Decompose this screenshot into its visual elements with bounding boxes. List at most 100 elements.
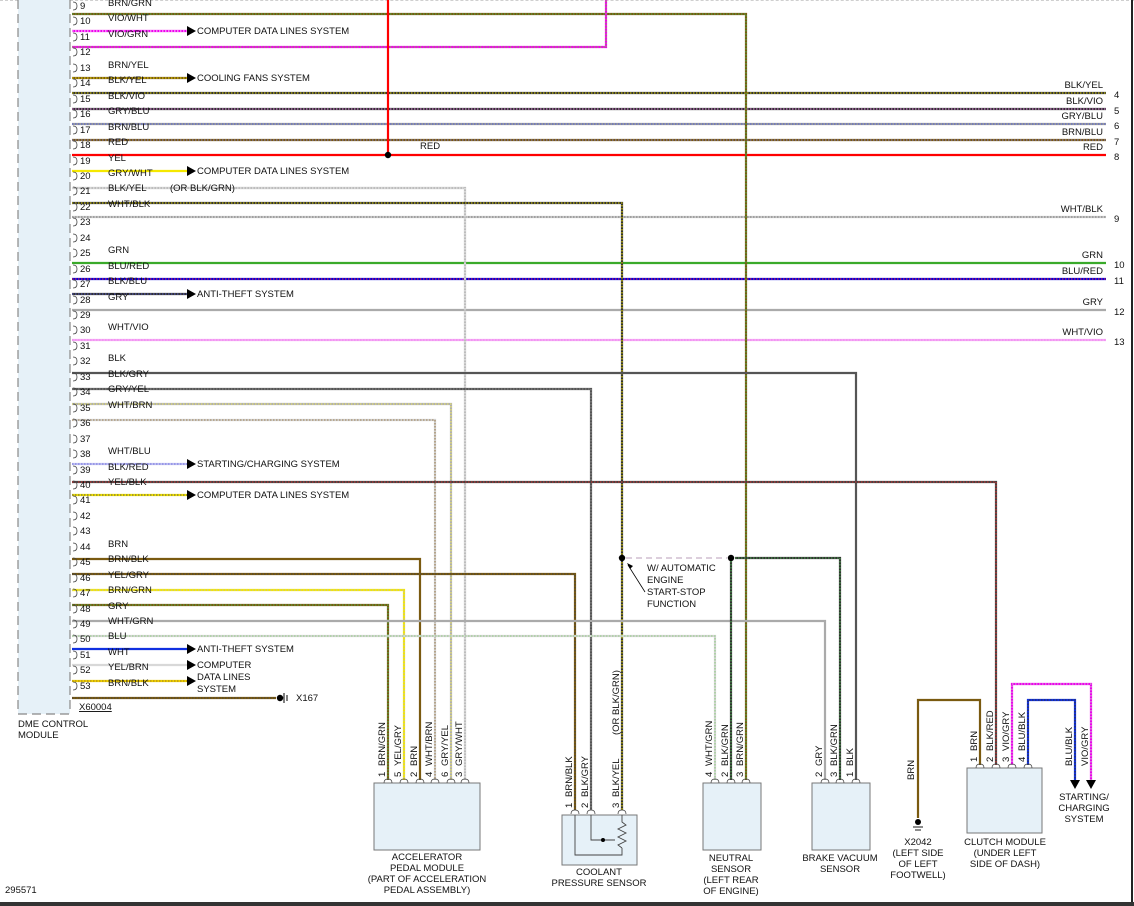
offpage-wire-label: BLK/YEL — [1064, 80, 1103, 91]
wire-pin44 — [72, 557, 422, 780]
pin-terminal-icon — [72, 125, 78, 135]
pin-number: 51 — [80, 650, 91, 661]
pin-wire-color: BRN/BLK — [564, 756, 575, 797]
pin-number: 39 — [80, 465, 91, 476]
pin-wire-color: GRY — [108, 292, 129, 303]
neutral-sensor — [702, 782, 762, 851]
wire-pin11-stripe — [72, 0, 607, 48]
arrow-icon — [187, 660, 196, 670]
arrow-down-icon — [1070, 780, 1080, 789]
pin-wire-color: BRN — [409, 746, 420, 766]
pin-wire-color: VIO/GRY — [1001, 711, 1012, 751]
pin-terminal-icon — [72, 279, 78, 289]
pin-wire-color: RED — [108, 137, 128, 148]
pin-wire-color: BRN/BLU — [108, 122, 149, 133]
resistor-icon — [616, 815, 628, 849]
pin-wire-color: GRY — [814, 745, 825, 766]
wire-pin32 — [72, 371, 858, 780]
offpage-wire-label: BLU/RED — [1062, 266, 1103, 277]
pin-number: 34 — [80, 387, 91, 398]
offpage-wire-label: GRY/BLU — [1061, 111, 1103, 122]
pin-terminal-icon — [72, 295, 78, 305]
pin-wire-color: WHT/BLK — [108, 199, 151, 210]
pin-number: 12 — [80, 47, 91, 58]
pin-wire-color: BRN — [108, 539, 128, 550]
pin-terminal-icon — [72, 526, 78, 536]
offpage-wire-label: RED — [1083, 142, 1103, 153]
pin-wire-note: (OR BLK/GRN) — [170, 183, 235, 194]
wire-clutch-viogry-stripe — [1011, 683, 1092, 780]
pin-terminal-icon — [72, 403, 78, 413]
system-arrow-label: COOLING FANS SYSTEM — [197, 73, 310, 84]
pin-terminal-icon — [72, 1, 78, 11]
pin-terminal-icon — [570, 809, 580, 815]
offpage-wire-label: WHT/VIO — [1062, 327, 1103, 338]
pin-terminal-icon — [72, 465, 78, 475]
pin-number: 4 — [1017, 757, 1028, 762]
pin-terminal-icon — [72, 588, 78, 598]
pin-terminal-icon — [72, 156, 78, 166]
system-arrow-label: ANTI-THEFT SYSTEM — [197, 644, 294, 655]
pin-wire-color: WHT — [108, 647, 130, 658]
pin-number: 20 — [80, 171, 91, 182]
wire-color-label: BLU/BLK — [1064, 726, 1075, 766]
pin-wire-color: BLK/BLU — [108, 276, 147, 287]
component-label: (LEFT SIDE — [892, 848, 943, 859]
wire-blkgrn-brake-stripe — [735, 557, 841, 780]
pin-wire-color: BRN/BLK — [108, 678, 149, 689]
pin-terminal-icon — [72, 47, 78, 57]
pin-number: 3 — [611, 803, 622, 808]
pin-terminal-icon — [1023, 763, 1033, 769]
arrow-icon — [187, 459, 196, 469]
start-stop-note: ENGINE — [647, 575, 683, 586]
pin-number: 21 — [80, 186, 91, 197]
wire-pin33-stripe — [72, 388, 592, 810]
start-stop-note: W/ AUTOMATIC — [647, 563, 716, 574]
component-label: SIDE OF DASH) — [970, 859, 1040, 870]
pin-terminal-icon — [72, 325, 78, 335]
offpage-ref-number: 7 — [1114, 137, 1119, 148]
pin-number: 37 — [80, 434, 91, 445]
pin-wire-color: YEL/BRN — [108, 662, 149, 673]
dme-module-label: DME CONTROL — [18, 719, 88, 730]
leader-arrow-icon — [627, 563, 633, 569]
pin-terminal-icon — [72, 310, 78, 320]
pin-number: 14 — [80, 78, 91, 89]
pin-number: 22 — [80, 202, 91, 213]
wire-pin35-stripe — [72, 419, 436, 780]
pin-terminal-icon — [72, 217, 78, 227]
pin-terminal-icon — [72, 171, 78, 181]
component-label: PRESSURE SENSOR — [551, 878, 646, 889]
brake-vacuum-sensor — [811, 782, 871, 851]
pin-wire-color: GRY/YEL — [440, 725, 451, 766]
wire-pin34-stripe — [72, 403, 452, 780]
pin-terminal-icon — [72, 573, 78, 583]
component-label: CLUTCH MODULE — [964, 837, 1046, 848]
pin-wire-color: YEL/GRY — [393, 724, 404, 766]
pin-number: 42 — [80, 511, 91, 522]
pin-number: 11 — [80, 32, 90, 43]
offpage-wire-label: GRY — [1083, 297, 1104, 308]
pin-number: 6 — [440, 772, 451, 777]
pin-number: 2 — [814, 772, 825, 777]
pin-number: 41 — [80, 495, 91, 506]
system-arrow-label: ANTI-THEFT SYSTEM — [197, 289, 294, 300]
wire-pin49-stripe — [72, 635, 716, 780]
pin-terminal-icon — [72, 341, 78, 351]
system-arrow-label: COMPUTER — [197, 660, 252, 671]
leader-line — [627, 564, 646, 593]
pin-number: 38 — [80, 449, 91, 460]
offpage-ref-number: 10 — [1114, 260, 1125, 271]
pin-wire-color: BLU/BLK — [1017, 711, 1028, 751]
pin-wire-color: WHT/BRN — [424, 722, 435, 766]
component-label: (PART OF ACCELERATION — [368, 874, 487, 885]
pin-wire-color: WHT/BRN — [108, 400, 152, 411]
arrow-icon — [187, 26, 196, 36]
start-stop-note: FUNCTION — [647, 599, 696, 610]
pin-number: 9 — [80, 1, 85, 12]
pin-number: 36 — [80, 418, 91, 429]
offpage-wire-label: BLK/VIO — [1066, 96, 1103, 107]
pin-terminal-icon — [72, 186, 78, 196]
pin-wire-color: GRY/WHT — [108, 168, 153, 179]
pin-number: 1 — [845, 772, 856, 777]
